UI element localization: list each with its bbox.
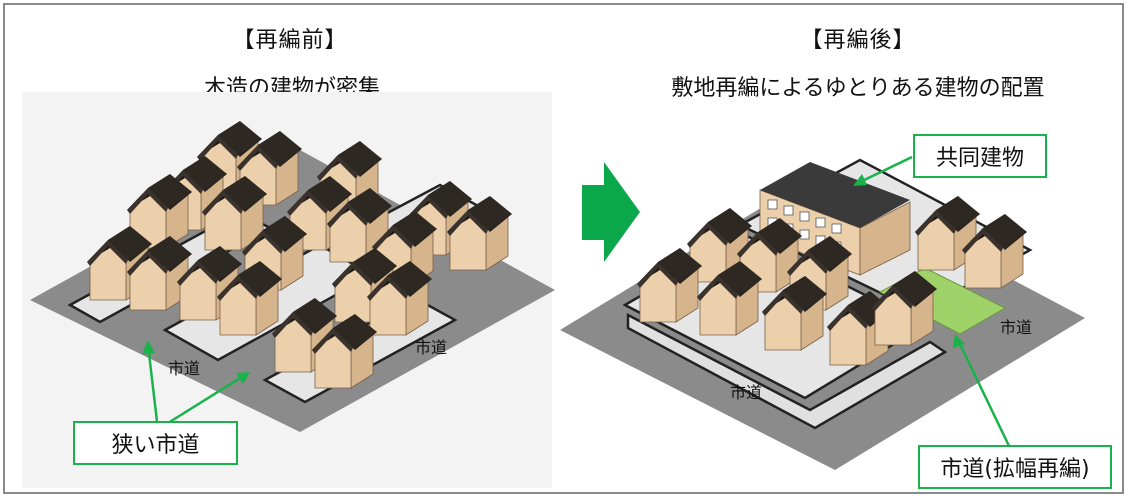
shared-building-callout: 共同建物	[913, 134, 1047, 178]
after-diagram	[560, 155, 1085, 470]
after-road-label-1: 市道	[1000, 318, 1033, 337]
right-arrow-icon	[582, 162, 640, 262]
narrow-road-callout: 狭い市道	[73, 421, 238, 465]
before-road-label-2: 市道	[415, 338, 448, 357]
before-road-label-1: 市道	[168, 359, 201, 378]
before-diagram	[22, 92, 555, 488]
after-road-label-2: 市道	[730, 383, 763, 402]
before-title: 【再編前】	[232, 28, 348, 53]
after-title: 【再編後】	[800, 28, 916, 53]
after-subtitle: 敷地再編によるゆとりある建物の配置	[671, 76, 1045, 101]
widened-road-callout: 市道(拡幅再編)	[918, 445, 1112, 489]
